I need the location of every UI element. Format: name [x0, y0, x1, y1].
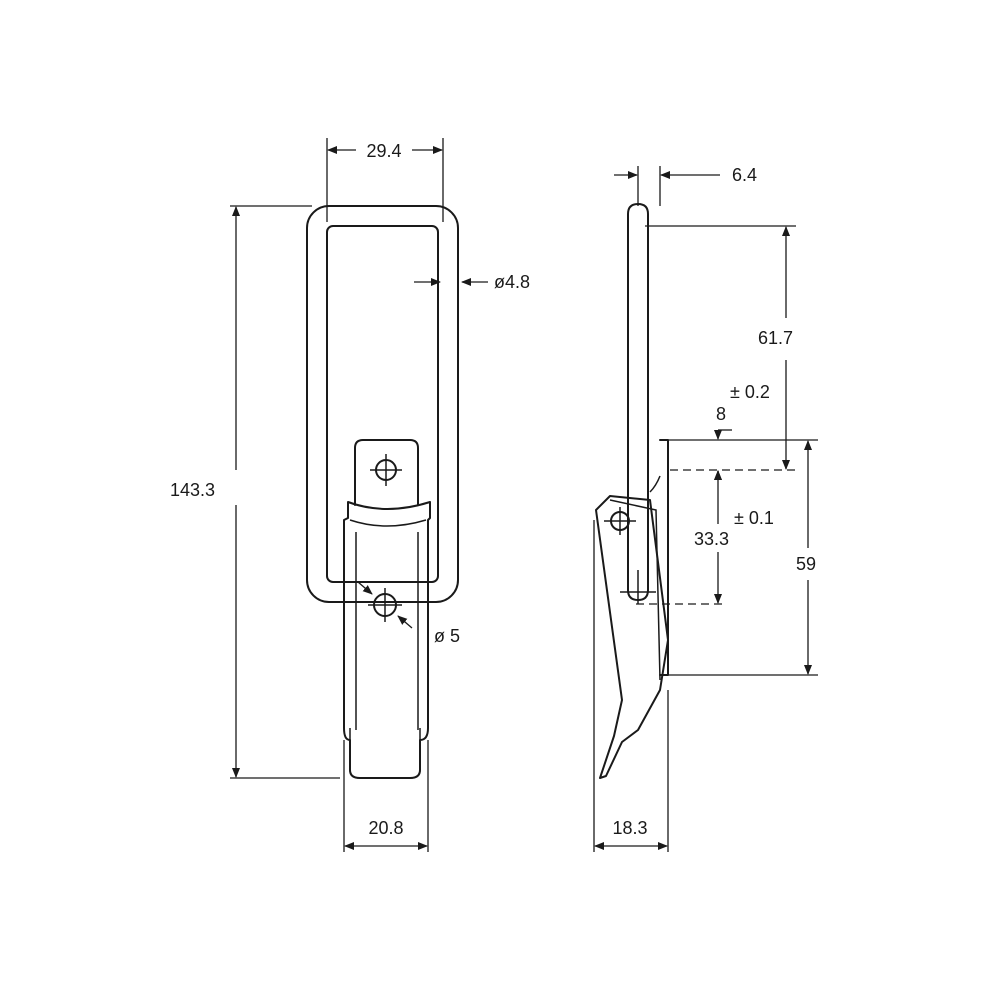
hook-wire	[627, 203, 649, 601]
dim-offset: 8	[716, 404, 726, 424]
side-view: 6.4 61.7 ± 0.2 8 33.3 ± 0.1 59 18.3	[593, 165, 818, 852]
dim-width-top: 29.4	[366, 141, 401, 161]
dim-width-bottom: 20.8	[368, 818, 403, 838]
front-view: 29.4 ø4.8 143.3 ø 5 20.8	[170, 138, 530, 852]
tolerance-b: ± 0.1	[734, 508, 774, 528]
lever-bottom-fold	[349, 728, 421, 779]
lever-side	[595, 495, 669, 779]
wire-loop-inner	[326, 225, 439, 583]
dim-pivot-distance: 33.3	[694, 529, 729, 549]
dim-wire-diameter: ø4.8	[494, 272, 530, 292]
base-plate-bend	[649, 475, 661, 493]
dim-plate-height: 59	[796, 554, 816, 574]
dim-thickness: 6.4	[732, 165, 757, 185]
tolerance-a: ± 0.2	[730, 382, 770, 402]
lever-side-inner	[609, 499, 661, 681]
dim-hole-diameter: ø 5	[434, 626, 460, 646]
dim-hook-height: 61.7	[758, 328, 793, 348]
base-plate	[659, 439, 669, 676]
lever-top-fold	[349, 519, 427, 527]
wire-loop-outer	[306, 205, 459, 603]
lever-body	[343, 501, 431, 779]
dim-depth: 18.3	[612, 818, 647, 838]
hole-leader-in	[357, 581, 373, 595]
dim-overall-height: 143.3	[170, 480, 215, 500]
hole-leader-out	[397, 615, 413, 629]
latch-top-plate	[354, 439, 419, 506]
